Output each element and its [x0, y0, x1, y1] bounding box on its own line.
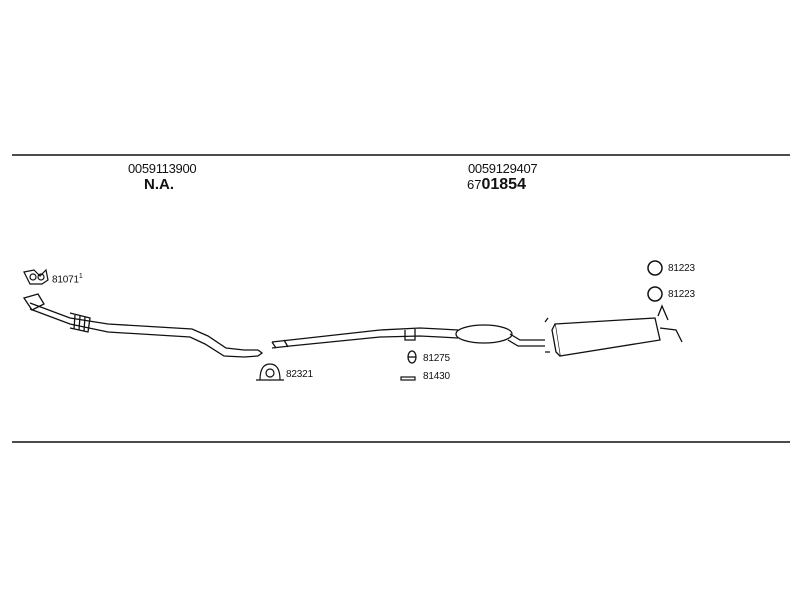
middle-pipe: [271, 327, 459, 349]
label-ring-1: 81223: [668, 263, 695, 274]
label-strap: 81430: [423, 371, 450, 382]
part-number-main: 01854: [481, 176, 526, 193]
label-hanger: 81275: [423, 353, 450, 364]
label-ring-2: 81223: [668, 289, 695, 300]
oe-number-right: 0059129407: [468, 161, 538, 176]
ring-icon-2: [647, 286, 663, 302]
label-gasket-front: 810711: [52, 273, 83, 286]
front-pipe: [22, 293, 264, 358]
strap-icon: [400, 376, 416, 381]
tail-pipe: [657, 304, 683, 343]
label-clamp: 82321: [286, 369, 313, 380]
part-number-left: N.A.: [144, 176, 174, 193]
hanger-icon: [407, 350, 417, 364]
part-number-right: 6701854: [467, 177, 526, 193]
ring-icon: [647, 260, 663, 276]
clamp-icon: [256, 363, 284, 381]
link-pipe: [507, 333, 545, 347]
part-number-prefix: 67: [467, 177, 482, 192]
oe-number-left: 0059113900: [128, 161, 197, 176]
centre-silencer: [455, 324, 513, 344]
rear-silencer: [544, 317, 661, 357]
gasket-icon: [23, 268, 49, 285]
